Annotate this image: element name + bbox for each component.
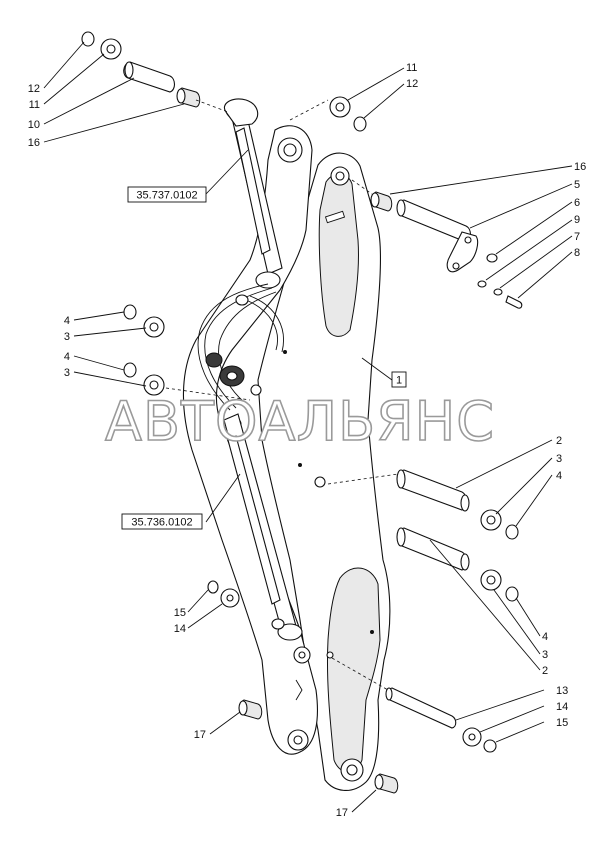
callout-d3: 3 — [64, 331, 70, 343]
watermark: АВТОАЛЬЯНС — [105, 390, 495, 453]
washer-set-top-right — [289, 96, 367, 132]
callout-e4: 4 — [64, 351, 70, 363]
callout-c6: 6 — [574, 197, 580, 209]
callout-c16: 16 — [574, 161, 586, 173]
callout-k17: 17 — [336, 807, 348, 819]
callout-g3: 3 — [542, 649, 548, 661]
callout-a16: 16 — [28, 137, 40, 149]
hydraulic-hoses — [197, 283, 284, 431]
callout-i13: 13 — [556, 685, 568, 697]
lower-hydraulic-cylinder — [223, 413, 303, 641]
callout-f4: 4 — [556, 470, 562, 482]
pin-lower-right — [331, 657, 497, 753]
callout-c7: 7 — [574, 231, 580, 243]
pin-set-right — [351, 179, 523, 309]
callout-numbers: 12 11 10 16 11 12 16 5 6 9 7 8 4 3 4 3 2… — [28, 62, 587, 819]
callout-a10: 10 — [28, 119, 40, 131]
pins-right-middle — [327, 469, 519, 602]
callout-j17: 17 — [194, 729, 206, 741]
callout-c9: 9 — [574, 214, 580, 226]
callout-h14: 14 — [174, 623, 186, 635]
callout-i15: 15 — [556, 717, 568, 729]
callout-i14: 14 — [556, 701, 568, 713]
upper-hydraulic-cylinder — [224, 98, 283, 289]
washers-lower-left — [207, 580, 240, 608]
callout-f3: 3 — [556, 453, 562, 465]
lower-cylinder-ref-box — [121, 513, 203, 530]
callout-e3: 3 — [64, 367, 70, 379]
callout-b11: 11 — [406, 62, 417, 74]
callout-b12: 12 — [406, 78, 418, 90]
reference-boxes: 35.737.0102 35.736.0102 1 — [121, 186, 407, 530]
pin-set-top-left — [81, 31, 229, 113]
callout-g2: 2 — [542, 665, 548, 677]
bushings — [238, 699, 399, 794]
lower-cylinder-ref: 35.736.0102 — [131, 517, 192, 529]
washers-left — [123, 304, 251, 401]
leader-lines — [43, 41, 573, 813]
callout-a12: 12 — [28, 83, 40, 95]
callout-c8: 8 — [574, 247, 580, 259]
callout-a11: 11 — [29, 99, 40, 111]
callout-f2: 2 — [556, 435, 562, 447]
upper-cylinder-ref: 35.737.0102 — [136, 190, 197, 202]
upper-cylinder-ref-box — [127, 186, 207, 203]
callout-d4: 4 — [64, 315, 70, 327]
callout-h15: 15 — [174, 607, 186, 619]
boom-ref-box — [391, 371, 407, 388]
boom-ref: 1 — [396, 375, 402, 387]
callout-g4: 4 — [542, 631, 548, 643]
callout-c5: 5 — [574, 179, 580, 191]
